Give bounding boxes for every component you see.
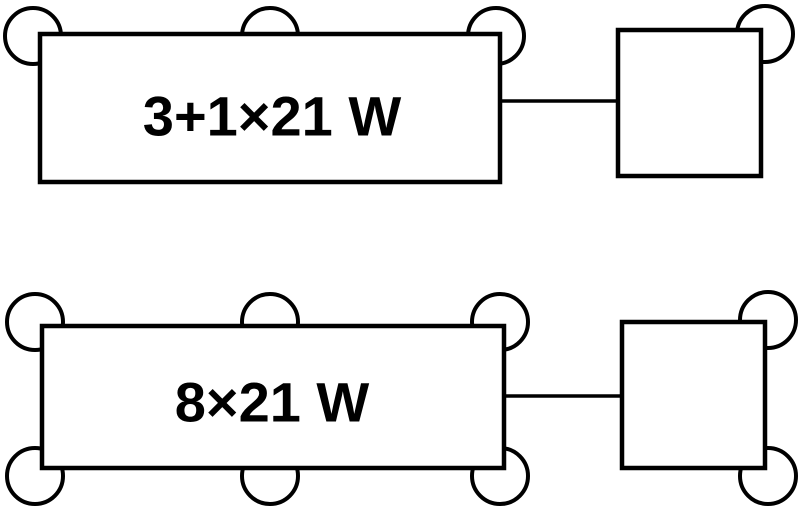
- rating-label: 3+1×21 W: [143, 85, 402, 148]
- indicator-box: [615, 27, 764, 179]
- config-bottom: 8×21 W: [5, 290, 798, 506]
- config-top: 3+1×21 W: [3, 4, 795, 185]
- indicator-box: [619, 319, 768, 471]
- flasher-unit-box: [37, 31, 503, 185]
- flasher-unit-box: [39, 323, 507, 471]
- rating-label: 8×21 W: [175, 371, 370, 434]
